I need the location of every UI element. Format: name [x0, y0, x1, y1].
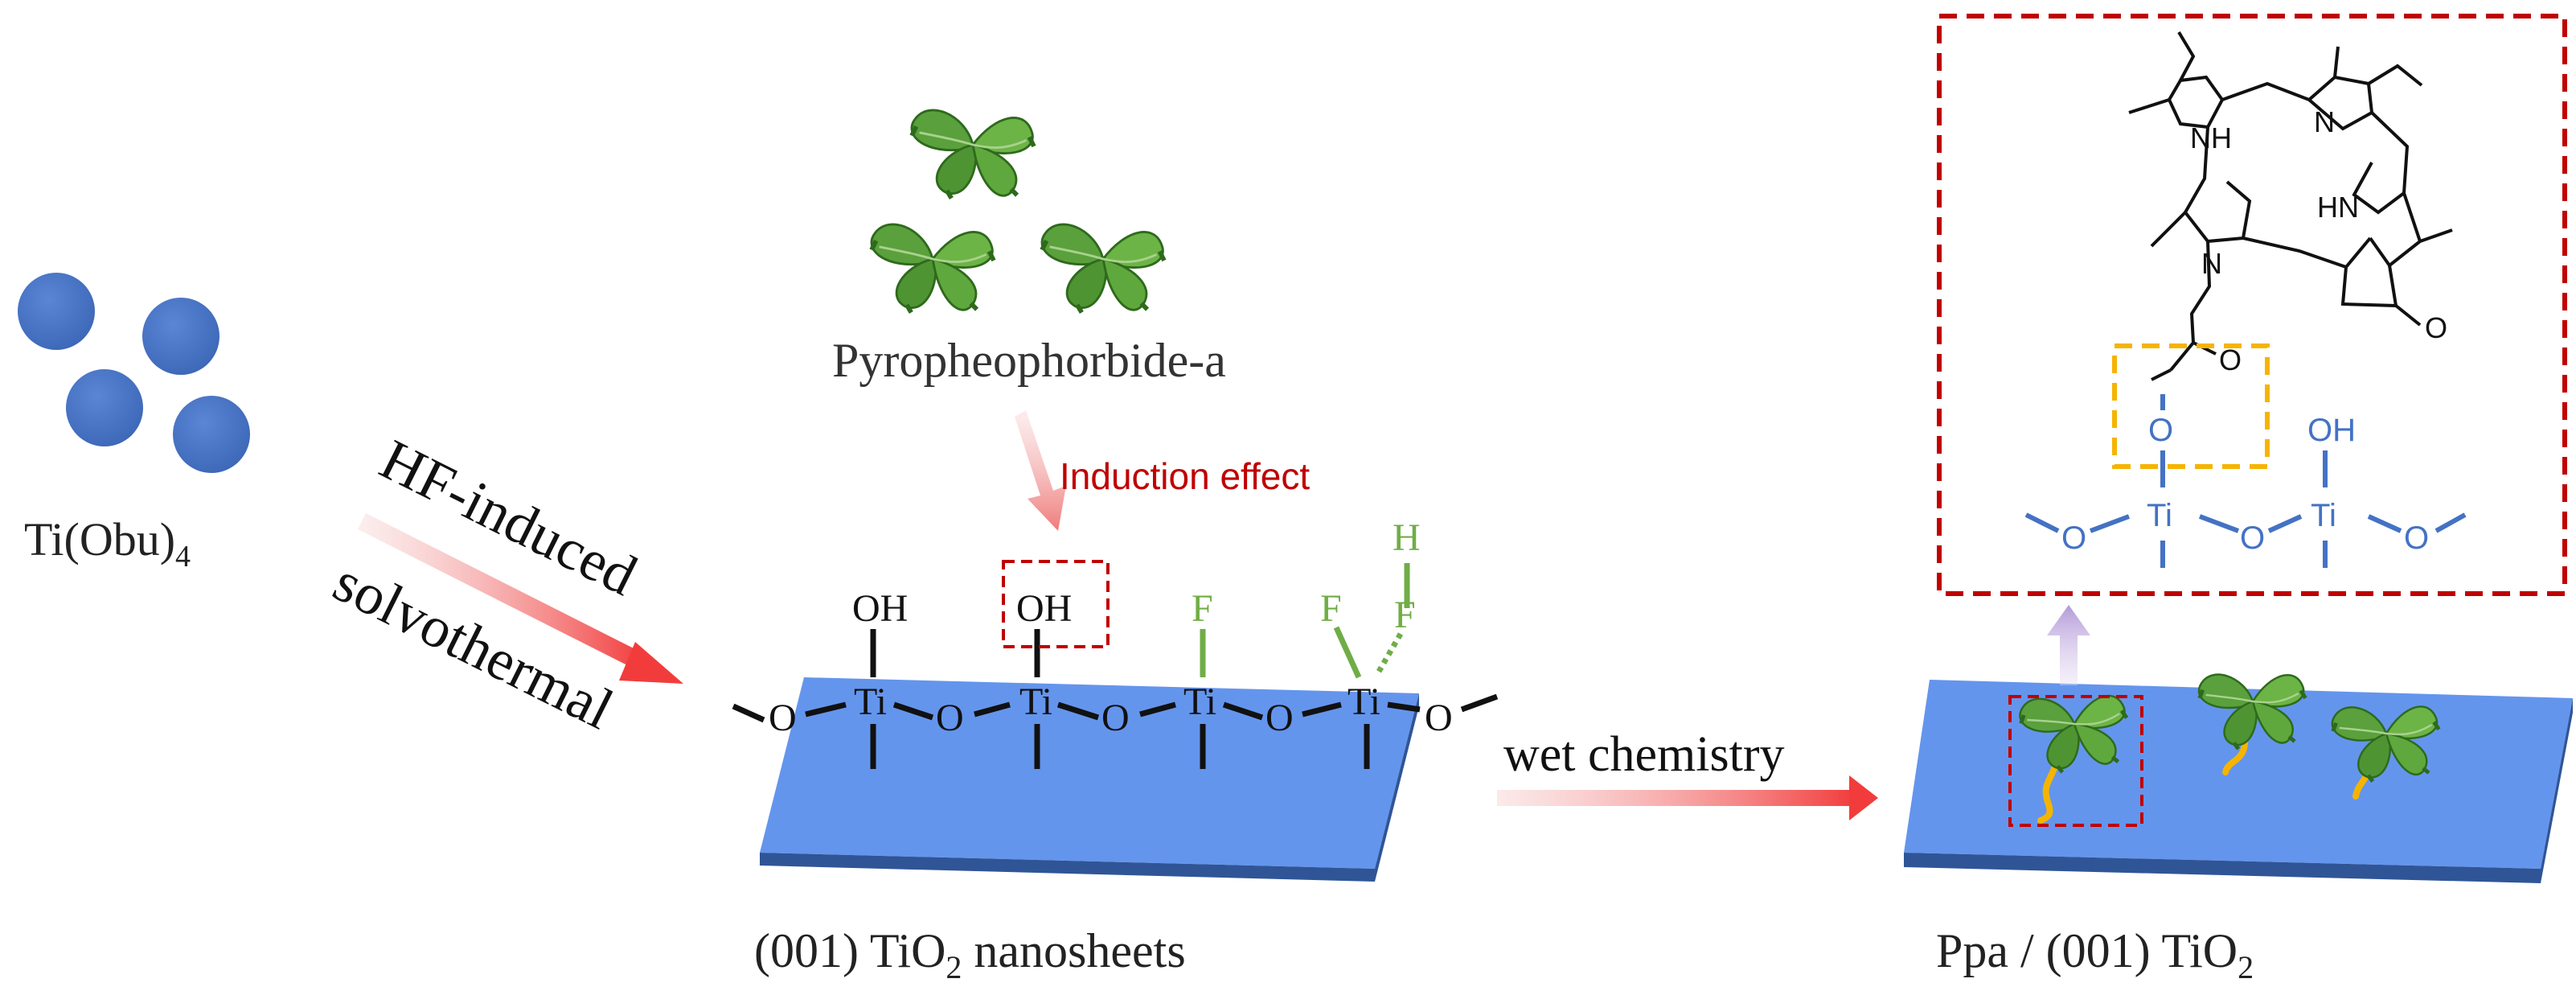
induction-box: [1002, 560, 1110, 648]
clover-icon: [872, 224, 994, 313]
fluorine-atoms: F F F H: [1192, 516, 1421, 636]
o-label: O: [769, 697, 797, 739]
clover-icon: [1042, 224, 1164, 313]
o-label: O: [936, 697, 964, 739]
ti-label: Ti: [2147, 498, 2172, 533]
n-label: N: [2314, 105, 2335, 138]
o-label: O: [1265, 697, 1294, 739]
wet-chemistry-arrow: [1497, 775, 1878, 820]
surface-atoms: OH OH O Ti O Ti O Ti O Ti O: [769, 587, 1453, 739]
o-label: O: [2219, 343, 2242, 376]
ti-label: Ti: [1183, 681, 1216, 723]
ti-label: Ti: [1019, 681, 1052, 723]
sphere: [18, 273, 95, 350]
ti-label: Ti: [1347, 681, 1380, 723]
dye-clovers: [872, 110, 1164, 313]
ester-box: [2112, 343, 2270, 469]
nanosheet-caption: (001) TiO2 nanosheets: [754, 924, 1186, 985]
middle-nanosheet: [760, 677, 1419, 882]
o-label: O: [2061, 520, 2086, 556]
induction-arrow: [1015, 410, 1066, 531]
ti-label: Ti: [2311, 498, 2336, 533]
sphere: [66, 369, 143, 446]
dye-name: Pyropheophorbide-a: [832, 334, 1226, 387]
zoom-arrow: [2047, 605, 2090, 685]
n-label: N: [2201, 247, 2222, 280]
precursor-spheres: [18, 273, 250, 473]
o-label: O: [2425, 311, 2447, 344]
wet-chemistry-label: wet chemistry: [1503, 727, 1785, 782]
molecule-labels: NH N N HN O O: [2190, 105, 2447, 376]
clover-icon: [912, 110, 1034, 199]
sphere: [173, 396, 250, 473]
hn-label: HN: [2317, 191, 2359, 224]
surface-bonds: [732, 629, 1499, 769]
o-label: O: [1101, 697, 1130, 739]
pyropheophorbide-structure: [2128, 31, 2453, 381]
precursor-label: Ti(Obu)4: [24, 513, 191, 574]
nh-label: NH: [2190, 121, 2232, 154]
inset-atoms: O OH O Ti O Ti O: [2061, 413, 2429, 556]
ti-o-structure: [2024, 394, 2467, 568]
f-label: F: [1394, 594, 1416, 636]
induction-label: Induction effect: [1060, 455, 1310, 497]
o-label: O: [1425, 697, 1453, 739]
hf-arrow: [358, 513, 683, 684]
oh-label: OH: [2307, 413, 2356, 448]
h-label: H: [1393, 516, 1421, 559]
f-label: F: [1192, 587, 1213, 630]
h-bond-dotted: [1373, 632, 1404, 677]
inset-box: [1937, 14, 2567, 596]
o-label: O: [2148, 413, 2173, 448]
sphere: [142, 298, 219, 375]
f-label: F: [1320, 587, 1342, 630]
oh-label: OH: [1016, 587, 1072, 630]
oh-label: OH: [852, 587, 908, 630]
o-label: O: [2404, 520, 2429, 556]
product-zoom-box: [2008, 695, 2143, 827]
f-bond: [1333, 626, 1362, 679]
ti-label: Ti: [854, 681, 887, 723]
o-label: O: [2240, 520, 2265, 556]
product-caption: Ppa / (001) TiO2: [1936, 924, 2254, 985]
